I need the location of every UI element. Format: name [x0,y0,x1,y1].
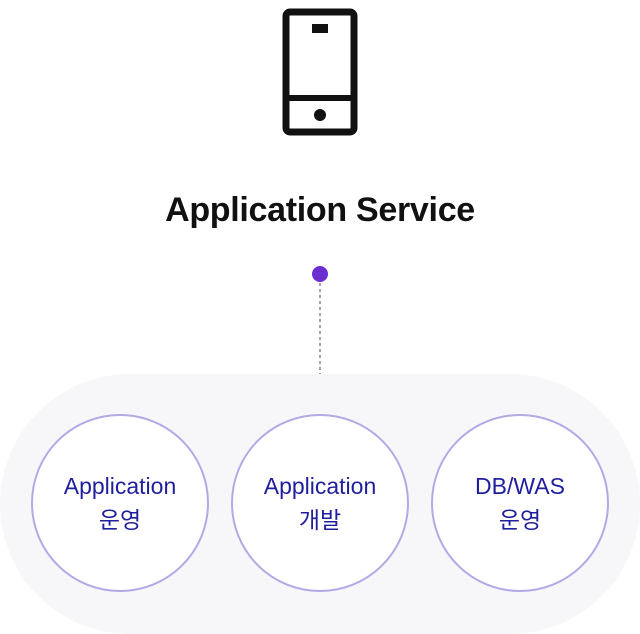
service-label-line2: 운영 [98,507,142,533]
service-dbwas-operation: DB/WAS 운영 [431,414,609,592]
connector [312,266,328,375]
service-label-line2: 개발 [298,507,342,533]
service-label-line1: Application [63,473,177,499]
service-application-operation: Application 운영 [31,414,209,592]
service-label-line1: Application [263,473,377,499]
service-application-development: Application 개발 [231,414,409,592]
service-label-line1: DB/WAS [475,473,565,499]
service-label-line2: 운영 [498,507,542,533]
diagram-title: Application Service [165,191,475,229]
smartphone-icon [282,8,358,136]
connector-dot [312,266,328,282]
